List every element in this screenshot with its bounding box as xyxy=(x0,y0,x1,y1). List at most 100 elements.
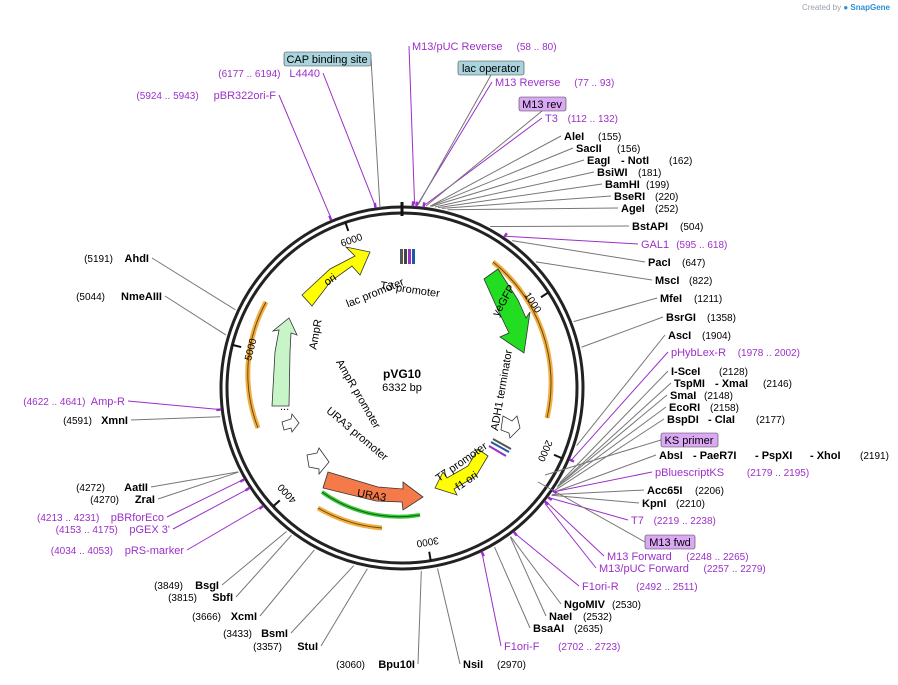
right-label-t3: T3(112 .. 132) xyxy=(545,113,618,125)
adh1-terminator-label: ADH1 terminator xyxy=(489,349,515,432)
svg-text:GAL1: GAL1 xyxy=(641,239,669,251)
ori-arrow xyxy=(301,246,371,307)
svg-text:BamHI: BamHI xyxy=(605,179,640,191)
right-label-mfei: MfeI(1211) xyxy=(660,293,722,305)
left-label-pgex-3-: (4153 .. 4175)pGEX 3' xyxy=(56,524,170,536)
credit-brand: SnapGene xyxy=(850,3,890,12)
svg-text:(6177 .. 6194): (6177 .. 6194) xyxy=(218,69,280,80)
left-label-prs-marker: (4034 .. 4053)pRS-marker xyxy=(51,545,185,557)
plasmid-size: 6332 bp xyxy=(382,382,422,394)
right-label-bsrgi: BsrGI(1358) xyxy=(666,312,736,324)
svg-text:(2206): (2206) xyxy=(695,486,724,497)
left-label-pbr322ori-f: (5924 .. 5943)pBR322ori-F xyxy=(136,90,276,102)
svg-text:lac operator: lac operator xyxy=(462,63,520,75)
svg-text:NaeI: NaeI xyxy=(549,611,572,623)
svg-text:BsrGI: BsrGI xyxy=(666,312,696,324)
right-label-kpni: KpnI(2210) xyxy=(642,498,705,510)
svg-text:SmaI: SmaI xyxy=(670,390,696,402)
svg-text:(822): (822) xyxy=(689,276,712,287)
svg-text:(58 .. 80): (58 .. 80) xyxy=(517,42,557,53)
svg-text:PacI: PacI xyxy=(648,257,671,269)
svg-text:(1904): (1904) xyxy=(702,331,731,342)
right-label-bspdi: BspDI- ClaI(2177) xyxy=(667,414,785,426)
tick-label: 6000 xyxy=(339,232,364,250)
svg-text:BstAPI: BstAPI xyxy=(632,221,668,233)
yegfp-arrow xyxy=(483,268,531,354)
svg-text:BsmI: BsmI xyxy=(261,628,288,640)
ampr-label: AmpR xyxy=(307,318,324,350)
left-label-xcmi: (3666)XcmI xyxy=(192,611,257,623)
left-label-bsmi: (3433)BsmI xyxy=(223,628,288,640)
right-label-t7: T7 (2219 .. 2238) xyxy=(631,515,716,527)
svg-text:(3060): (3060) xyxy=(336,660,365,671)
right-label-m13-puc-reverse: M13/pUC Reverse(58 .. 80) xyxy=(412,41,557,53)
svg-text:(2177): (2177) xyxy=(756,415,785,426)
svg-text:(2179 .. 2195): (2179 .. 2195) xyxy=(747,468,809,479)
svg-text:- PspXI: - PspXI xyxy=(755,450,792,462)
right-label-f1ori-f: F1ori-F(2702 .. 2723) xyxy=(504,641,620,653)
svg-text:(1211): (1211) xyxy=(694,294,722,305)
svg-text:Bpu10I: Bpu10I xyxy=(378,659,415,671)
ura3-promoter-label: URA3 promoter xyxy=(324,405,391,464)
orf-arc-ura3 xyxy=(316,505,383,531)
tick-label: 1000 xyxy=(522,291,544,316)
svg-text:T7: T7 xyxy=(631,515,644,527)
tick-marks xyxy=(232,222,563,561)
ampr-arrow xyxy=(271,317,298,407)
svg-text:(4272): (4272) xyxy=(76,483,105,494)
label-leader-lines xyxy=(127,45,672,665)
svg-text:M13/pUC Forward: M13/pUC Forward xyxy=(599,563,689,575)
left-label-aatii: (4272)AatII xyxy=(76,482,148,494)
svg-text:F1ori-R: F1ori-R xyxy=(582,581,619,593)
f1ori-arrow xyxy=(434,448,489,496)
svg-text:AscI: AscI xyxy=(668,330,691,342)
ampr-promoter-arrow xyxy=(281,413,300,433)
right-label-gal1: GAL1(595 .. 618) xyxy=(641,239,727,251)
right-label-bsiwi: BsiWI(181) xyxy=(597,167,661,179)
ori-label: ori xyxy=(322,272,339,289)
svg-text:XmnI: XmnI xyxy=(101,415,128,427)
credit-prefix: Created by xyxy=(801,3,842,12)
left-label-amp-r: (4622 .. 4641)Amp-R xyxy=(23,396,125,408)
boxed-label-m13-fwd: M13 fwd xyxy=(644,534,696,550)
svg-text:BsiWI: BsiWI xyxy=(597,167,628,179)
svg-text:(2158): (2158) xyxy=(710,403,739,414)
ura3-promoter-arrow xyxy=(306,447,330,476)
svg-text:(77 .. 93): (77 .. 93) xyxy=(574,78,614,89)
svg-text:(2257 .. 2279): (2257 .. 2279) xyxy=(704,564,766,575)
left-label-pbrforeco: (4213 .. 4231) pBRforEco xyxy=(37,512,164,524)
left-label-nmeaiii: (5044)NmeAIII xyxy=(76,291,162,303)
right-label-naei: NaeI(2532) xyxy=(549,611,612,623)
lac-t3-marks xyxy=(400,249,415,264)
svg-text:(4213 .. 4231): (4213 .. 4231) xyxy=(37,513,99,524)
right-label-m13-puc-forward: M13/pUC Forward (2257 .. 2279) xyxy=(599,563,766,575)
svg-text:pBR322ori-F: pBR322ori-F xyxy=(214,90,277,102)
right-label-m13-forward: M13 Forward(2248 .. 2265) xyxy=(607,551,749,563)
svg-text:(647): (647) xyxy=(682,258,705,269)
svg-text:(112 .. 132): (112 .. 132) xyxy=(568,114,618,125)
svg-text:BseRI: BseRI xyxy=(614,191,645,203)
svg-text:M13 rev: M13 rev xyxy=(522,99,562,111)
svg-text:- XmaI: - XmaI xyxy=(715,378,748,390)
svg-text:pBRforEco: pBRforEco xyxy=(111,512,164,524)
left-label-zrai: (4270)ZraI xyxy=(90,494,155,506)
svg-text:MscI: MscI xyxy=(655,275,679,287)
svg-text:F1ori-F: F1ori-F xyxy=(504,641,540,653)
svg-text:- ClaI: - ClaI xyxy=(708,414,735,426)
right-label-bamhi: BamHI (199) xyxy=(605,179,669,191)
adh1-terminator-arrow xyxy=(500,415,521,439)
ampr-ellipsis: ... xyxy=(280,401,289,413)
svg-text:(199): (199) xyxy=(646,180,669,191)
svg-text:KS primer: KS primer xyxy=(665,435,714,447)
svg-text:AbsI: AbsI xyxy=(659,450,683,462)
svg-text:(2148): (2148) xyxy=(704,391,733,402)
svg-text:- XhoI: - XhoI xyxy=(810,450,841,462)
left-label-ahdi: (5191)AhdI xyxy=(84,253,149,265)
right-label-nsii: NsiI(2970) xyxy=(463,659,526,671)
svg-text:NgoMIV: NgoMIV xyxy=(564,599,606,611)
svg-text:(2219 .. 2238): (2219 .. 2238) xyxy=(654,516,716,527)
svg-text:M13 Reverse: M13 Reverse xyxy=(495,77,560,89)
left-label-column: (6177 .. 6194)L4440(5924 .. 5943)pBR322o… xyxy=(23,68,415,671)
svg-text:- PaeR7I: - PaeR7I xyxy=(693,450,736,462)
